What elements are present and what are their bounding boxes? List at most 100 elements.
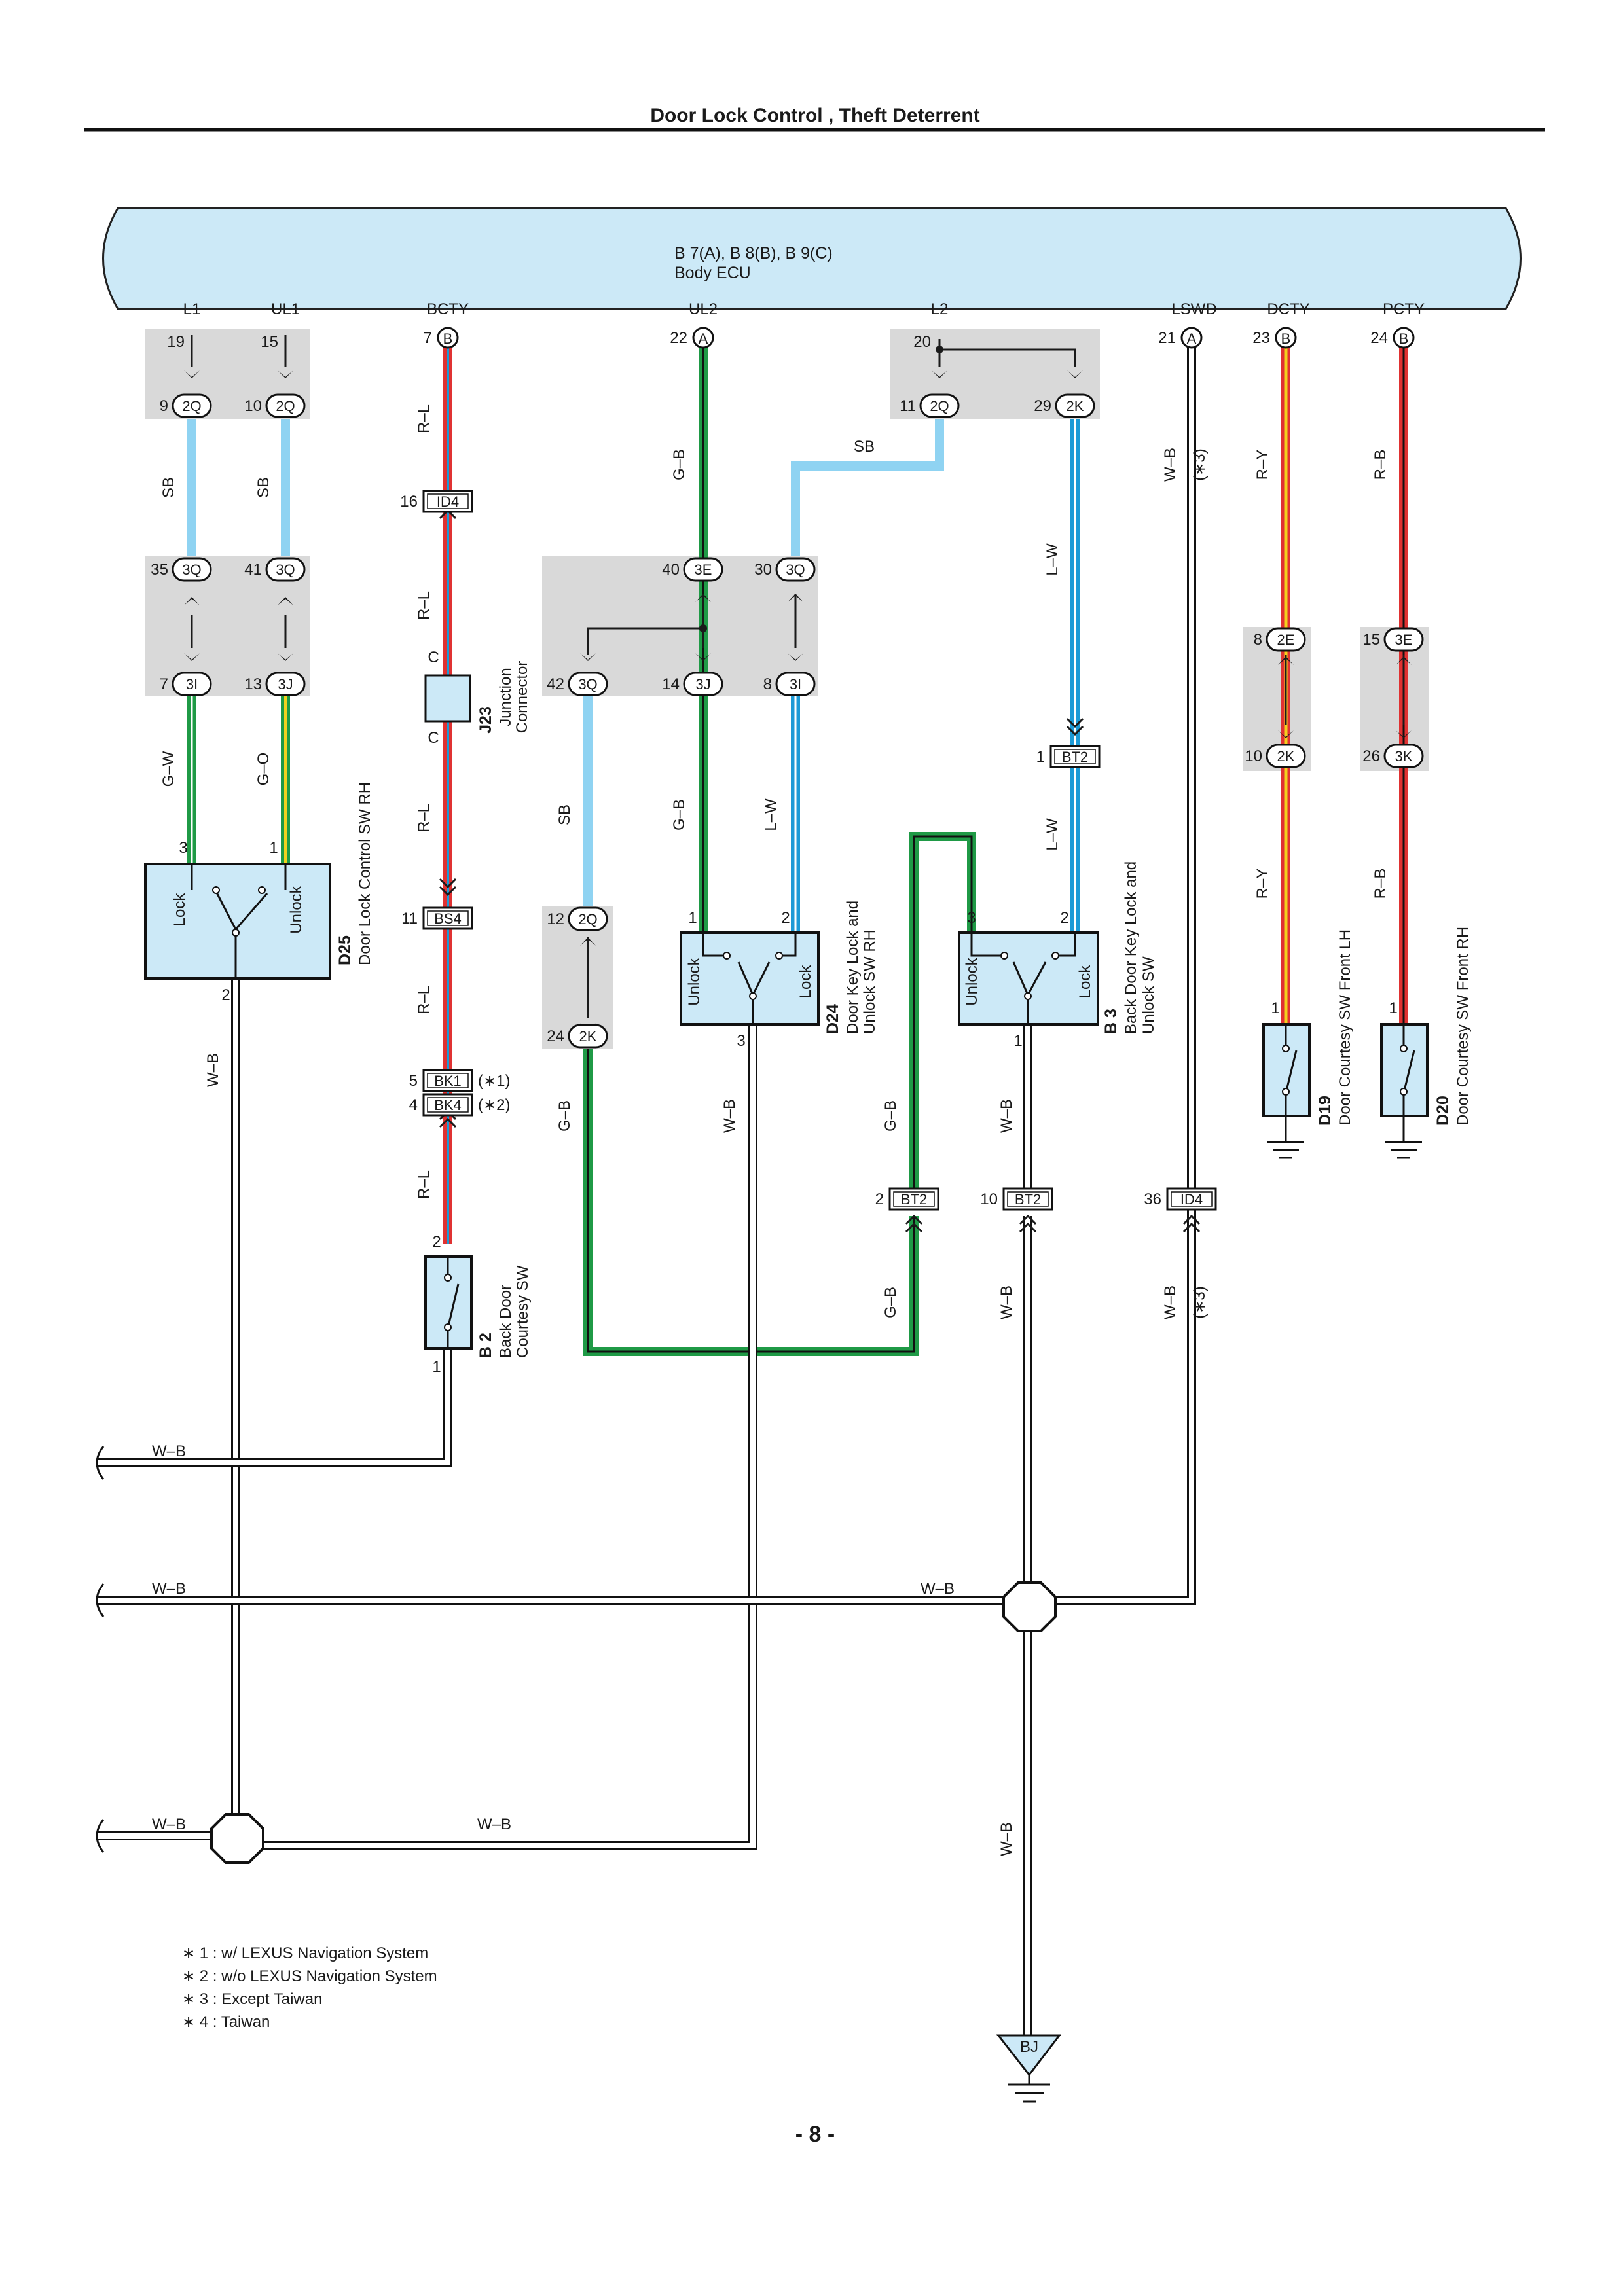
svg-text:10: 10 <box>1245 747 1262 765</box>
note-3: ∗ 3 : Except Taiwan <box>182 1990 322 2008</box>
svg-text:19: 19 <box>167 333 185 351</box>
svg-text:D25: D25 <box>336 935 354 965</box>
junction-j2e_8: 2E8 <box>1254 627 1306 652</box>
svg-text:41: 41 <box>244 561 262 579</box>
ecu-terminal-bcty: BCTY 7 B <box>424 300 469 349</box>
svg-text:5: 5 <box>409 1072 418 1090</box>
svg-text:C: C <box>428 649 439 666</box>
junction-j2k_10: 2K 10 <box>1245 744 1306 768</box>
svg-text:UL2: UL2 <box>689 300 718 318</box>
wire-label-gb: G–B <box>556 1100 574 1132</box>
svg-text:Lock: Lock <box>171 893 189 927</box>
wire-label-wb: W–B <box>152 1816 186 1833</box>
svg-text:BT2: BT2 <box>901 1191 927 1208</box>
wire-label-sb: SB <box>854 438 875 456</box>
svg-text:Unlock: Unlock <box>685 957 703 1005</box>
wire-label-wb: W–B <box>998 1822 1015 1856</box>
note-2: ∗ 2 : w/o LEXUS Navigation System <box>182 1967 437 1985</box>
junction-j2q_12: 2Q 12 <box>547 906 608 931</box>
wire-label-star3: (∗3) <box>1191 448 1209 480</box>
wire-label-sb: SB <box>556 804 574 825</box>
svg-text:ID4: ID4 <box>1180 1191 1203 1208</box>
svg-text:Unlock SW RH: Unlock SW RH <box>861 929 879 1034</box>
wire-label-gb: G–B <box>882 1100 900 1132</box>
wire-label-lw: L–W <box>1044 818 1061 851</box>
svg-text:Unlock SW: Unlock SW <box>1140 956 1158 1034</box>
wire-label-wb: W–B <box>477 1816 511 1833</box>
wire-label-sb: SB <box>255 477 272 498</box>
svg-text:1: 1 <box>1036 748 1045 766</box>
svg-text:3K: 3K <box>1395 748 1413 764</box>
note-4: ∗ 4 : Taiwan <box>182 2013 270 2031</box>
svg-text:9: 9 <box>160 397 168 415</box>
svg-text:2K: 2K <box>579 1028 597 1045</box>
svg-text:12: 12 <box>547 910 564 928</box>
switch-d25: 3 1 2 Lock Unlock D25 Door Lock Control … <box>144 782 374 1004</box>
switch-b3: 3 2 1 Unlock Lock B 3 Back Door Key Lock… <box>958 861 1158 1050</box>
wire-label-wb: W–B <box>921 1580 955 1598</box>
svg-text:Unlock: Unlock <box>287 885 305 933</box>
wire-label-lw: L–W <box>762 798 780 831</box>
svg-text:PCTY: PCTY <box>1383 300 1425 318</box>
wire-label-rb: R–B <box>1372 450 1389 480</box>
svg-text:3J: 3J <box>695 676 710 692</box>
svg-text:21: 21 <box>1158 329 1176 347</box>
svg-text:4: 4 <box>409 1096 418 1114</box>
wire-label-rl: R–L <box>415 1170 433 1199</box>
svg-text:BK4: BK4 <box>434 1097 462 1113</box>
svg-text:Door Key Lock and: Door Key Lock and <box>844 901 862 1034</box>
svg-text:16: 16 <box>400 493 418 511</box>
svg-text:3: 3 <box>967 909 976 927</box>
svg-text:40: 40 <box>662 561 680 579</box>
svg-text:B 3: B 3 <box>1102 1009 1120 1034</box>
ground-junction-mid <box>1002 1581 1057 1632</box>
ecu-code: B 7(A), B 8(B), B 9(C) <box>674 244 833 262</box>
svg-text:42: 42 <box>547 675 564 693</box>
svg-text:B: B <box>443 331 453 347</box>
page-title: Door Lock Control , Theft Deterrent <box>650 105 979 126</box>
svg-text:DCTY: DCTY <box>1267 300 1309 318</box>
svg-text:Door Courtesy SW Front RH: Door Courtesy SW Front RH <box>1454 927 1472 1126</box>
svg-text:Junction: Junction <box>497 668 515 726</box>
svg-text:1: 1 <box>1013 1032 1022 1050</box>
svg-text:1: 1 <box>432 1358 441 1376</box>
page-number: - 8 - <box>795 2122 835 2147</box>
svg-text:8: 8 <box>1254 631 1262 649</box>
svg-text:3Q: 3Q <box>578 676 597 692</box>
svg-text:3Q: 3Q <box>182 562 201 578</box>
svg-text:BS4: BS4 <box>434 910 462 927</box>
svg-text:29: 29 <box>1034 397 1051 415</box>
svg-text:L1: L1 <box>183 300 201 318</box>
svg-text:15: 15 <box>1362 631 1380 649</box>
ecu-terminal-ul1: UL1 15 <box>261 300 300 351</box>
ecu-name: Body ECU <box>674 264 751 282</box>
svg-text:Connector: Connector <box>513 661 531 734</box>
svg-text:10: 10 <box>980 1191 998 1208</box>
svg-text:3J: 3J <box>278 676 293 692</box>
svg-text:1: 1 <box>1271 999 1279 1017</box>
svg-text:D20: D20 <box>1434 1096 1452 1126</box>
svg-text:B: B <box>1399 331 1409 347</box>
svg-text:D24: D24 <box>824 1004 842 1034</box>
svg-text:2: 2 <box>221 986 230 1004</box>
junction-j3q_42: 3Q 42 <box>547 672 608 696</box>
svg-text:2Q: 2Q <box>578 911 597 927</box>
wire-label-ry: R–Y <box>1254 450 1271 480</box>
svg-text:2K: 2K <box>1277 748 1295 764</box>
svg-text:11: 11 <box>900 397 916 415</box>
svg-text:23: 23 <box>1252 329 1270 347</box>
junction-j3i_8: 3I8 <box>763 672 816 696</box>
svg-text:A: A <box>699 331 708 347</box>
